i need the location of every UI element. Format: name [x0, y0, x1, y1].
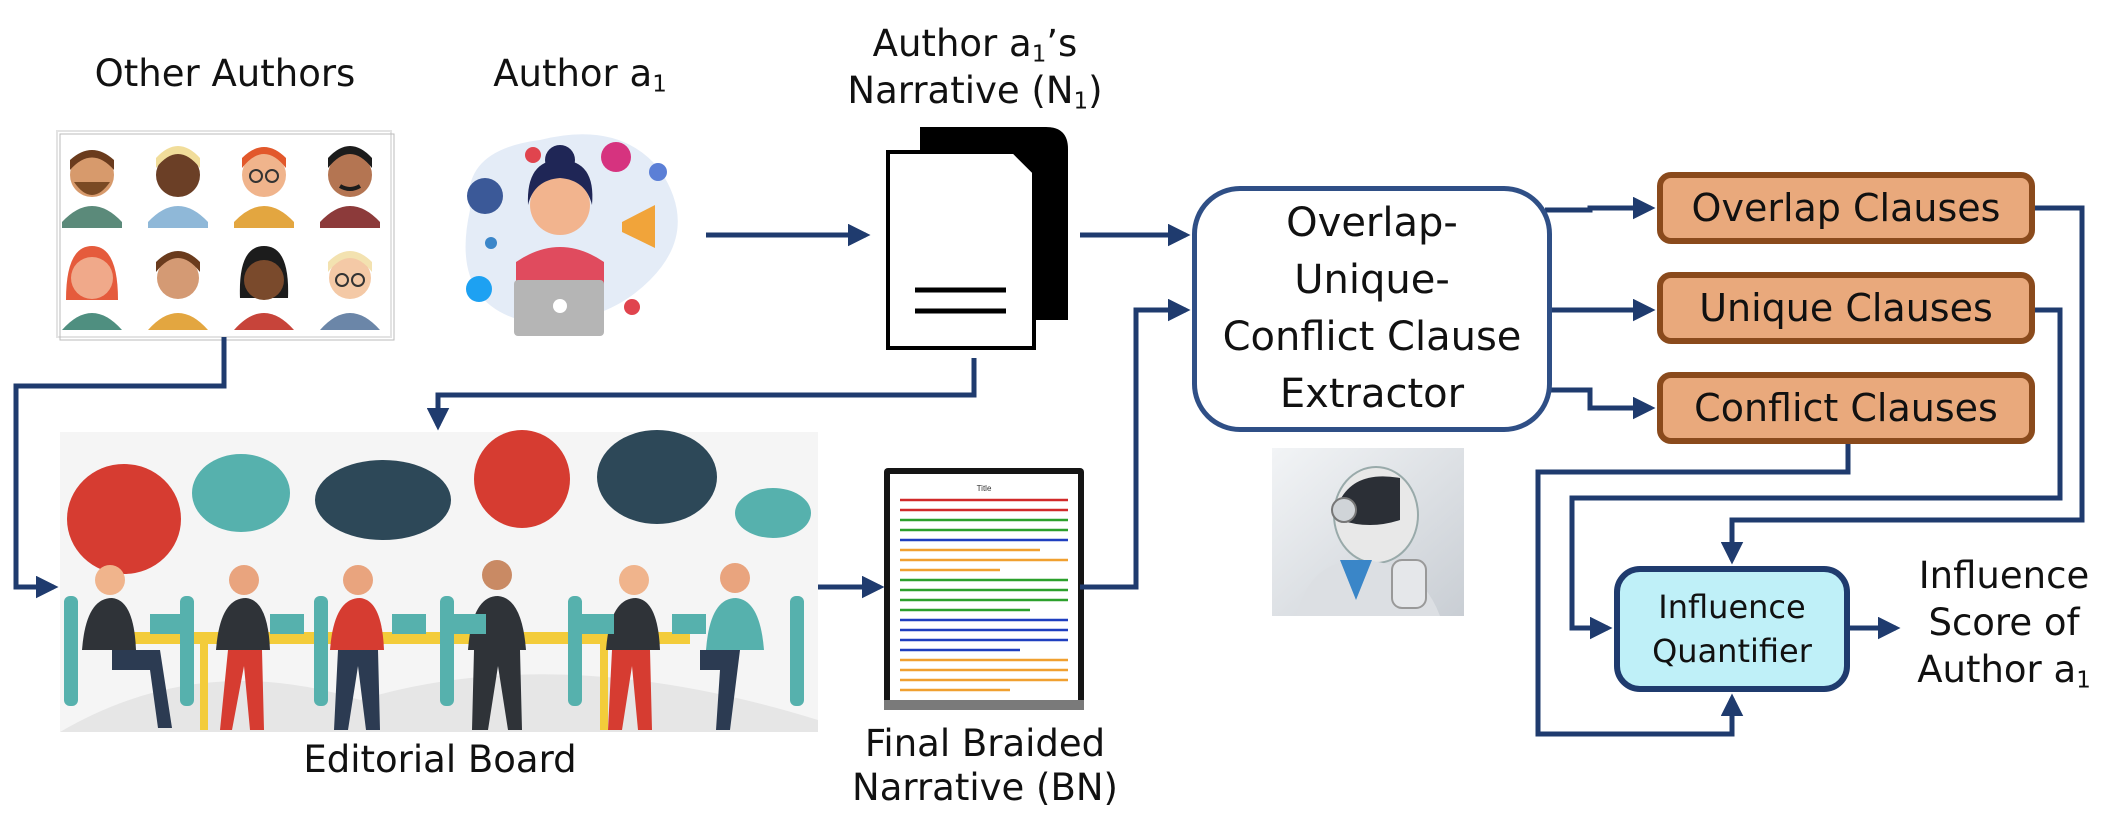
twitter-icon [466, 276, 492, 302]
connector-arrows [13, 196, 2085, 737]
avatar-icon [320, 146, 380, 228]
avatar-icon [148, 251, 208, 330]
speech-bubble-icon [67, 430, 811, 574]
conflict-clauses-box: Conflict Clauses [1657, 372, 2035, 444]
author-label: Author a1 [493, 52, 667, 98]
instagram-icon [601, 142, 631, 172]
clause-extractor-box: Overlap- Unique- Conflict Clause Extract… [1192, 186, 1552, 432]
avatar-icon [62, 150, 122, 228]
avatar-icon [320, 251, 380, 330]
narrative-document-icon [886, 127, 1068, 350]
laptop-icon [150, 614, 706, 634]
avatar-icon [62, 246, 122, 330]
other-authors-image [56, 130, 395, 341]
avatar-icon [148, 146, 208, 228]
editorial-board-image [60, 430, 818, 732]
avatar-icon [234, 147, 294, 228]
author-image [465, 134, 678, 336]
editorial-board-label: Editorial Board [303, 738, 577, 781]
unique-clauses-box: Unique Clauses [1657, 272, 2035, 344]
overlap-clauses-box: Overlap Clauses [1657, 172, 2035, 244]
tablet-title: Title [977, 484, 992, 493]
influence-quantifier-box: Influence Quantifier [1614, 566, 1850, 692]
influence-score-label: Influence Score of Author a1 [1917, 554, 2091, 694]
avatar-icon [234, 246, 294, 330]
facebook-icon [467, 178, 503, 214]
chair-icon [64, 596, 804, 706]
braided-narrative-tablet: Title [884, 468, 1084, 710]
megaphone-icon [622, 205, 655, 248]
person-icon [82, 560, 764, 730]
narrative-label: Author a1’s Narrative (N1) [847, 22, 1103, 115]
final-narrative-label: Final Braided Narrative (BN) [852, 722, 1118, 809]
other-authors-label: Other Authors [94, 52, 356, 95]
robot-image [1272, 448, 1464, 616]
